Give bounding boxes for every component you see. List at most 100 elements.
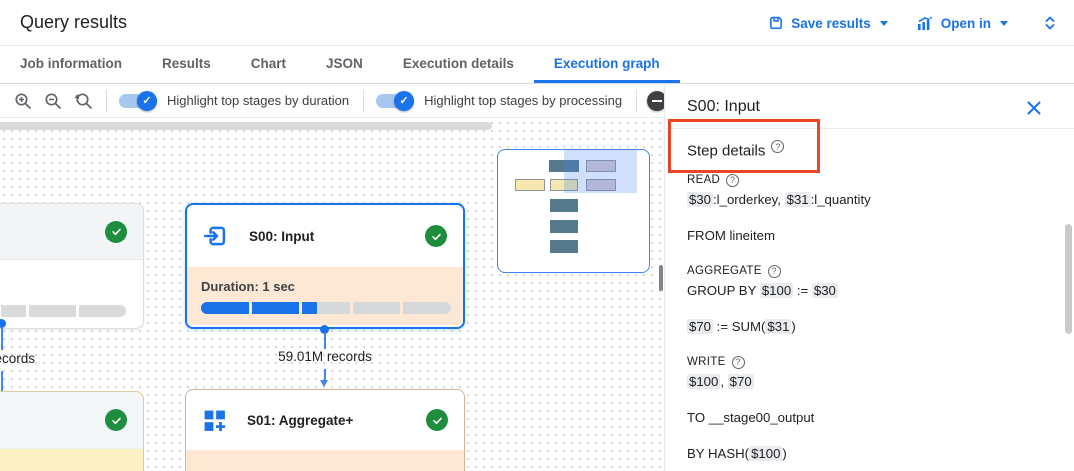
minimap-stage	[550, 220, 578, 233]
help-icon[interactable]: ?	[767, 265, 781, 278]
tab-chart[interactable]: Chart	[250, 55, 287, 71]
save-results-button[interactable]: Save results	[768, 15, 888, 31]
graph-minimap[interactable]	[497, 149, 650, 273]
input-stage-icon	[203, 223, 229, 249]
unfold-panel-button[interactable]	[1036, 9, 1064, 37]
toggle-highlight-duration[interactable]: ✓	[119, 90, 157, 111]
help-icon[interactable]: ?	[726, 174, 740, 187]
open-in-label: Open in	[940, 15, 991, 31]
stage-title: S00: Input	[249, 228, 315, 244]
stage-card-s00-input[interactable]: S00: Input Duration: 1 sec	[185, 203, 465, 329]
toggle-dark[interactable]	[647, 90, 664, 111]
edge-line	[0, 328, 3, 350]
step-section-label: AGGREGATE?	[687, 262, 1048, 281]
content: ✓ Highlight top stages by duration ✓ Hig…	[0, 84, 1074, 471]
panel-scrollbar[interactable]	[1065, 224, 1072, 334]
code-text: GROUP BY	[687, 283, 760, 298]
step-code-line: $70 := SUM($31)	[687, 317, 1048, 336]
step-code-line: BY HASH($100)	[687, 444, 1048, 463]
caret-down-icon	[1000, 20, 1008, 26]
toggle-highlight-processing[interactable]: ✓	[376, 90, 415, 111]
zoom-reset-button[interactable]	[74, 92, 92, 110]
tab-execution-graph[interactable]: Execution graph	[533, 46, 680, 83]
analytics-icon	[916, 14, 934, 32]
save-results-label: Save results	[791, 15, 871, 31]
code-text: :=	[793, 283, 812, 298]
edge-label-records: 59.01M records	[278, 349, 372, 364]
edge-line	[323, 369, 326, 381]
edge-line	[323, 333, 326, 349]
edge-dot	[320, 325, 329, 334]
graph-toolbar: ✓ Highlight top stages by duration ✓ Hig…	[0, 84, 664, 118]
code-text: )	[791, 319, 796, 334]
page-title: Query results	[20, 12, 128, 32]
tab-results[interactable]: Results	[162, 55, 211, 71]
minimap-stage	[550, 199, 578, 212]
open-in-button[interactable]: Open in	[916, 14, 1008, 32]
step-code-line: GROUP BY $100 := $30	[687, 281, 1048, 300]
toolbar-divider	[106, 89, 107, 112]
results-tabbar: Job information Results Chart JSON Execu…	[0, 46, 1074, 84]
step-code-line: TO __stage00_output	[687, 408, 1048, 427]
step-details-label: Step details	[687, 142, 766, 160]
header-actions: Save results Open in	[768, 0, 1064, 46]
step-section-label: WRITE?	[687, 353, 1048, 372]
variable-token: $31	[765, 319, 792, 334]
duration-progress-bar	[201, 302, 451, 314]
step-code-line: $30:l_orderkey, $31:l_quantity	[687, 190, 1048, 209]
variable-token: $70	[727, 374, 754, 389]
help-icon[interactable]: ?	[771, 140, 785, 153]
stage-card-left-bottom[interactable]	[0, 391, 144, 471]
stage-card-left-top[interactable]	[0, 203, 144, 329]
code-text: :l_orderkey,	[713, 192, 785, 207]
step-section-label: READ?	[687, 171, 1048, 190]
step-code-line: $100, $70	[687, 372, 1048, 391]
tab-execution-details[interactable]: Execution details	[402, 55, 514, 71]
minimap-stage	[586, 179, 616, 191]
stage-progress-bar	[1, 305, 126, 317]
stage-complete-icon	[105, 409, 127, 431]
close-icon[interactable]	[1026, 100, 1042, 116]
panel-divider	[665, 128, 1074, 129]
minimap-stage	[550, 179, 578, 191]
variable-token: $30	[687, 192, 714, 207]
code-text: ,	[720, 374, 728, 389]
code-text: BY HASH(	[687, 446, 750, 461]
execution-graph-area: ✓ Highlight top stages by duration ✓ Hig…	[0, 84, 664, 471]
code-text: TO __stage00_output	[687, 410, 815, 425]
step-details-panel: S00: Input Step details? READ?$30:l_orde…	[664, 84, 1074, 471]
panel-title: S00: Input	[687, 98, 760, 115]
graph-horizontal-scrollbar[interactable]	[0, 122, 492, 130]
toggle-processing-label: Highlight top stages by processing	[424, 93, 623, 108]
edge-arrowhead	[320, 380, 328, 387]
step-details-heading: Step details?	[687, 140, 785, 160]
tab-json[interactable]: JSON	[326, 55, 363, 71]
code-text: := SUM(	[713, 319, 766, 334]
minimap-viewport[interactable]	[564, 150, 637, 193]
save-icon	[768, 15, 784, 31]
edge-label-left: records	[0, 351, 36, 366]
stage-duration-label: Duration: 1 sec	[201, 279, 295, 294]
stage-title: S01: Aggregate+	[247, 412, 354, 428]
graph-canvas[interactable]: records S00: Inpu	[0, 119, 664, 471]
edge-line	[0, 371, 3, 391]
panel-resize-handle[interactable]	[659, 265, 663, 291]
zoom-out-button[interactable]	[44, 92, 62, 110]
tab-job-information[interactable]: Job information	[20, 55, 122, 71]
stage-card-s01-aggregate[interactable]: S01: Aggregate+ Duration:	[185, 389, 465, 471]
step-code-line: FROM lineitem	[687, 226, 1048, 245]
minimap-stage	[549, 160, 579, 172]
toolbar-divider	[363, 89, 365, 112]
stage-complete-icon	[426, 409, 448, 431]
variable-token: $100	[687, 374, 721, 389]
help-icon[interactable]: ?	[731, 356, 745, 369]
code-text: :l_quantity	[810, 192, 871, 207]
toolbar-divider	[636, 89, 638, 112]
header: Query results Save results Open in	[0, 0, 1074, 46]
edge-dot	[0, 319, 6, 328]
zoom-in-button[interactable]	[14, 92, 32, 110]
stage-complete-icon	[105, 220, 127, 243]
code-text: FROM lineitem	[687, 228, 775, 243]
